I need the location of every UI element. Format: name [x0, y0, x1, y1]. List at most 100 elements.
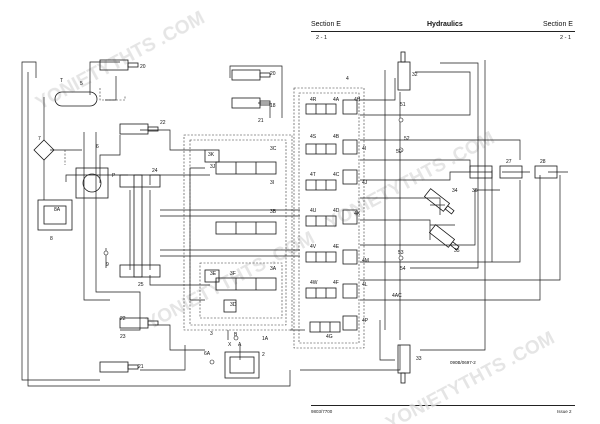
label-4C: 4C: [333, 172, 340, 178]
label-X: X: [228, 342, 232, 348]
label-33: 33: [416, 356, 422, 362]
watermark-text-4: YONIETYTHTS .COM: [382, 328, 558, 424]
label-4E: 4E: [333, 244, 340, 250]
ram-34: [423, 188, 455, 215]
label-20b: 20: [270, 71, 276, 77]
label-9: 9: [106, 262, 109, 268]
label-4P: 4P: [362, 318, 369, 324]
label-3I: 3I: [270, 180, 274, 186]
label-6A: 6A: [204, 351, 211, 357]
label-3E: 3E: [210, 271, 217, 277]
header-rule: [311, 31, 575, 32]
label-32: 32: [412, 72, 418, 78]
label-2: 2: [262, 352, 265, 358]
label-4K: 4K: [354, 211, 361, 217]
section-label-left: Section E: [311, 21, 341, 28]
page-number-right: 2 - 1: [560, 35, 572, 41]
label-27: 27: [506, 159, 512, 165]
spool-3B: [215, 221, 277, 235]
label-4J: 4J: [362, 180, 368, 186]
ram-28: [534, 165, 558, 179]
ram-24-top: [119, 174, 161, 188]
watermark-text-3: YONIETYTHTS .COM: [322, 128, 498, 235]
watermark-text-1: YONIETYTHTS .COM: [32, 8, 208, 115]
hydraulic-lines: [21, 60, 568, 387]
label-4: 4: [346, 76, 349, 82]
ram-32: [397, 61, 411, 91]
ram-20-right: [231, 69, 261, 81]
label-21b: 21: [138, 364, 144, 370]
label-34: 34: [452, 188, 458, 194]
label-4L: 4L: [362, 282, 368, 288]
ram-21: [99, 361, 129, 373]
label-4G: 4G: [326, 334, 333, 340]
label-1A: 1A: [262, 336, 269, 342]
label-54: 54: [400, 266, 406, 272]
label-8A: 8A: [54, 207, 61, 213]
label-23: 23: [120, 334, 126, 340]
label-3C: 3C: [270, 146, 277, 152]
label-50: 50: [396, 149, 402, 155]
pump-box: [75, 167, 109, 199]
valve-blocks: [33, 51, 558, 384]
label-5: 5: [80, 81, 83, 87]
label-3J: 3J: [210, 164, 216, 170]
label-3A: 3A: [270, 266, 277, 272]
label-4AC: 4AC: [392, 293, 402, 299]
label-4M: 4M: [362, 258, 369, 264]
page-title: Hydraulics: [427, 21, 463, 28]
label-3D: 3D: [230, 302, 237, 308]
label-36: 36: [472, 188, 478, 194]
ram-35: [428, 224, 460, 251]
label-4I: 4I: [362, 146, 366, 152]
component-labels: 20 20 18 21 22 24 25 22 23 21 T 5 6 7 P …: [38, 64, 546, 370]
label-4B: 4B: [333, 134, 340, 140]
part-number: 9803/7700: [311, 409, 333, 414]
ram-36: [469, 165, 493, 179]
label-4T: 4T: [310, 172, 316, 178]
label-T: T: [60, 78, 63, 84]
pilot-lines: [64, 87, 365, 349]
spool-3C: [215, 161, 277, 175]
label-35: 35: [454, 248, 460, 254]
label-22a: 22: [160, 120, 166, 126]
ram-27: [499, 165, 523, 179]
label-4U: 4U: [310, 208, 317, 214]
label-51: 51: [400, 102, 406, 108]
label-24: 24: [152, 168, 158, 174]
page-number-left: 2 - 1: [316, 35, 328, 41]
label-4V: 4V: [310, 244, 317, 250]
label-4R: 4R: [310, 97, 317, 103]
hydraulic-tank: [54, 91, 98, 107]
pump-symbol: [82, 173, 102, 193]
ram-22-top: [119, 123, 149, 135]
label-3F: 3F: [230, 271, 236, 277]
label-3B: 3B: [270, 209, 277, 215]
section-label-right: Section E: [543, 21, 573, 28]
footer-rule: [311, 405, 575, 406]
label-20a: 20: [140, 64, 146, 70]
label-22b: 22: [120, 316, 126, 322]
label-P: P: [112, 173, 116, 179]
label-A: A: [238, 342, 242, 348]
ram-24-bottom: [119, 264, 161, 278]
oil-cooler: [33, 139, 55, 161]
label-8: 8: [50, 236, 53, 242]
label-3: 3: [210, 331, 213, 337]
label-53: 53: [398, 250, 404, 256]
label-4S: 4S: [310, 134, 317, 140]
label-4H: 4H: [354, 97, 361, 103]
label-7: 7: [38, 136, 41, 142]
label-3K: 3K: [208, 152, 215, 158]
label-25: 25: [138, 282, 144, 288]
label-52: 52: [404, 136, 410, 142]
label-4W: 4W: [310, 280, 318, 286]
label-18: 18: [270, 103, 276, 109]
label-21a: 21: [258, 118, 264, 124]
relief-box: [37, 199, 73, 231]
label-B: B: [234, 332, 238, 338]
label-4A: 4A: [333, 97, 340, 103]
label-4D: 4D: [333, 208, 340, 214]
